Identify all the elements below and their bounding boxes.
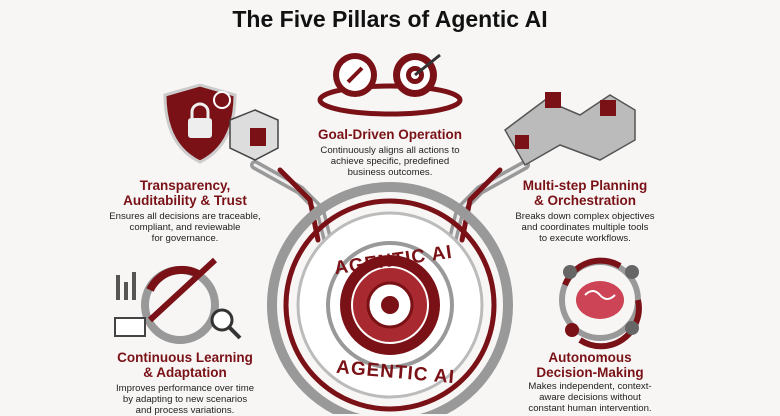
pillar-transparency: Transparency,Auditability & Trust Ensure… (75, 178, 295, 244)
connector-lines (250, 160, 530, 255)
central-hub (267, 182, 513, 414)
pillar-goal-driven: Goal-Driven Operation Continuously align… (280, 127, 500, 178)
brain-decision-icon (559, 257, 642, 350)
pillar-desc: Makes independent, context-aware decisio… (528, 381, 652, 414)
pillar-multi-step-planning: Multi-step Planning& Orchestration Break… (475, 178, 695, 244)
pillar-title: Goal-Driven Operation (317, 127, 463, 142)
pillar-title: Continuous Learning& Adaptation (117, 350, 253, 380)
compass-target-icon (317, 53, 463, 117)
shield-lock-icon (163, 83, 279, 164)
learning-cycle-icon (114, 257, 242, 344)
connected-blocks-icon (504, 92, 636, 167)
page-title: The Five Pillars of Agentic AI (232, 6, 548, 32)
pillar-title: Transparency,Auditability & Trust (123, 178, 247, 208)
pillar-title: Multi-step Planning& Orchestration (522, 178, 648, 208)
pillar-continuous-learning: Continuous Learning& Adaptation Improves… (75, 350, 295, 416)
pillar-desc: Ensures all decisions are traceable,comp… (109, 211, 261, 244)
